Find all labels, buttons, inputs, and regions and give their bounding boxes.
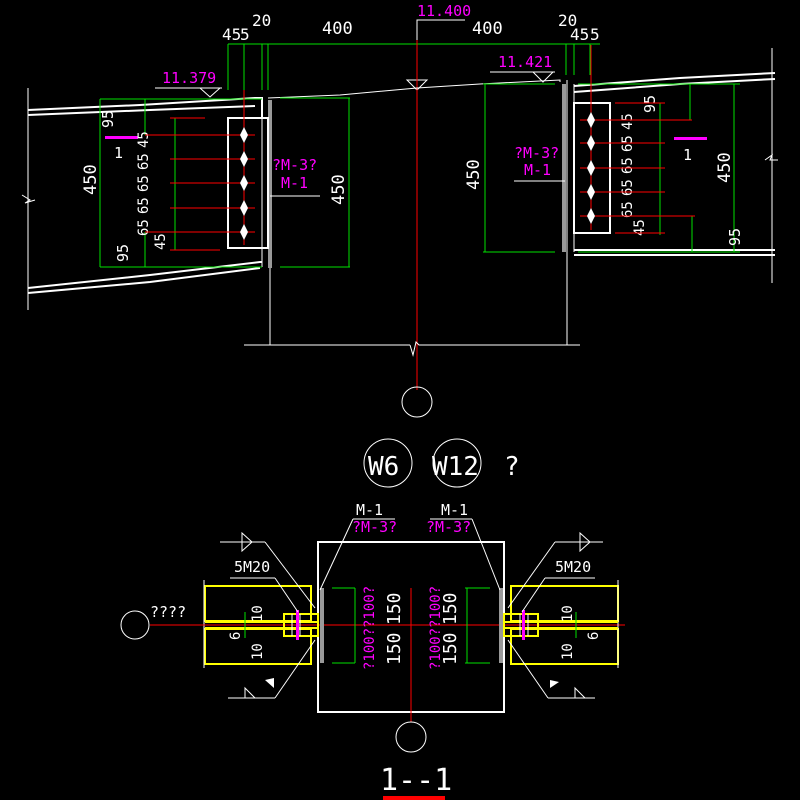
svg-text:?100?: ?100? — [362, 586, 378, 628]
axis-bubble-top — [401, 386, 433, 418]
right-bolts — [587, 112, 595, 224]
right-connection: 10 10 6 5M20 — [503, 531, 619, 699]
left-beam-depth: 450 — [81, 164, 101, 195]
section-tags: M-1 ?M-3? M-1 ?M-3? — [319, 501, 501, 591]
svg-text:65: 65 — [620, 179, 636, 196]
svg-text:65: 65 — [620, 157, 636, 174]
section-title-text: 1--1 — [380, 763, 452, 798]
title-underline — [383, 796, 445, 800]
svg-text:10: 10 — [250, 643, 266, 660]
svg-text:45: 45 — [620, 113, 636, 130]
sec-tag-left-top: M-1 — [356, 501, 383, 519]
svg-text:45: 45 — [136, 131, 152, 148]
svg-text:45: 45 — [632, 219, 648, 236]
column-elevation — [244, 79, 580, 418]
column-dims: 450 450 ?M-3? M-1 ?M-3? M-1 — [270, 83, 565, 268]
svg-text:?100?: ?100? — [362, 628, 378, 670]
section-cut-mark-right — [674, 137, 707, 140]
section-cut-mark-left — [105, 136, 138, 139]
tag-right-top: ?M-3? — [514, 144, 559, 162]
right-bottom-95: 95 — [726, 228, 744, 246]
right-beam: 450 95 95 1 45 65 65 65 65 45 — [573, 45, 778, 283]
dim-5-left: 5 — [240, 25, 250, 44]
axis-unknown: ? — [504, 452, 520, 482]
dim-400-right: 400 — [472, 19, 503, 39]
right-top-95: 95 — [641, 95, 659, 113]
tag-left-bottom: M-1 — [281, 174, 308, 192]
top-dimension-chain: 45 5 20 400 400 20 45 5 — [222, 11, 600, 90]
dim-45-right: 45 — [570, 25, 589, 44]
axis-labels: W6 W12 ? — [363, 438, 520, 488]
tag-right-bottom: M-1 — [524, 161, 551, 179]
section-title: 1--1 — [380, 763, 452, 800]
dim-5-right: 5 — [590, 25, 600, 44]
sec-tag-right-bottom: ?M-3? — [426, 518, 471, 536]
dim-20-left: 20 — [252, 11, 271, 30]
section-mark-left: 1 — [114, 144, 123, 162]
axis-bubble-w6 — [363, 438, 413, 488]
svg-text:65: 65 — [620, 201, 636, 218]
svg-text:6: 6 — [228, 632, 244, 640]
dim-20-right: 20 — [558, 11, 577, 30]
svg-text:150: 150 — [384, 592, 405, 625]
svg-text:65: 65 — [136, 197, 152, 214]
level-11421: 11.421 — [490, 53, 555, 83]
sec-tag-left-bottom: ?M-3? — [352, 518, 397, 536]
axis-w12: W12 — [432, 452, 479, 482]
svg-text:65: 65 — [136, 153, 152, 170]
svg-text:11.400: 11.400 — [417, 2, 471, 20]
tag-left-top: ?M-3? — [272, 156, 317, 174]
dim-45-left: 45 — [222, 25, 241, 44]
left-beam: 450 95 95 1 45 65 65 65 65 45 — [21, 88, 269, 310]
axis-note-left: ???? — [150, 603, 186, 621]
dim-400-left: 400 — [322, 19, 353, 39]
sec-tag-right-top: M-1 — [441, 501, 468, 519]
svg-text:45: 45 — [153, 233, 169, 250]
svg-text:?100?: ?100? — [428, 628, 444, 670]
svg-text:150: 150 — [440, 632, 461, 665]
section-right-dims: ?100? ?100? 150 150 — [428, 586, 490, 670]
svg-text:10: 10 — [250, 605, 266, 622]
bolts-left: 5M20 — [234, 558, 270, 576]
level-11379: 11.379 — [155, 69, 222, 98]
left-bolt-dims: 45 65 65 65 65 45 — [136, 131, 169, 250]
svg-text:11.421: 11.421 — [498, 53, 552, 71]
svg-text:6: 6 — [586, 632, 602, 640]
svg-text:150: 150 — [384, 632, 405, 665]
svg-text:65: 65 — [136, 175, 152, 192]
axis-bubble-w12 — [432, 438, 482, 488]
svg-text:65: 65 — [620, 135, 636, 152]
left-connection: 10 10 6 5M20 ???? — [120, 531, 319, 699]
svg-text:10: 10 — [560, 643, 576, 660]
svg-text:150: 150 — [440, 592, 461, 625]
axis-bubble-left — [120, 610, 150, 640]
col-depth-left: 450 — [329, 174, 349, 205]
svg-text:10: 10 — [560, 605, 576, 622]
right-beam-depth: 450 — [715, 152, 735, 183]
axis-w6: W6 — [368, 452, 399, 482]
section-mark-right: 1 — [683, 146, 692, 164]
bolts-right: 5M20 — [555, 558, 591, 576]
svg-text:?100?: ?100? — [428, 586, 444, 628]
left-top-95: 95 — [99, 110, 117, 128]
axis-bubble-bottom — [395, 721, 427, 753]
svg-text:11.379: 11.379 — [162, 69, 216, 87]
left-bolts — [240, 127, 248, 240]
col-depth-right: 450 — [464, 159, 484, 190]
svg-text:65: 65 — [136, 219, 152, 236]
section-left-dims: ?100? ?100? 150 150 — [332, 586, 405, 670]
left-bottom-95: 95 — [114, 244, 132, 262]
